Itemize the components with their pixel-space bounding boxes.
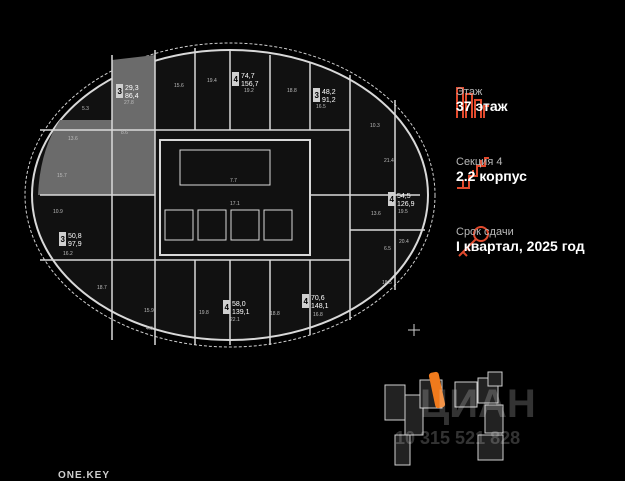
svg-text:3: 3 [315, 91, 320, 100]
section-value: 2.2 корпус [456, 168, 527, 184]
elevator [230, 209, 260, 241]
room-area-label: 10.3 [370, 123, 380, 129]
room-area-label: 16.2 [63, 251, 73, 257]
room-area-labels: 5.3 13.6 8.6 15.6 27.8 19.4 18.8 19.2 16.5 10.3 15… [53, 78, 409, 332]
room-area-label: 15.7 [57, 173, 67, 179]
floor-label: Этаж [456, 86, 483, 98]
room-area-label: 19.5 [398, 209, 408, 215]
section-label: Секция 4 [456, 156, 503, 168]
deadline-info: Срок сдачи I квартал, 2025 год [456, 226, 596, 255]
room-area-label: 8.6 [121, 130, 128, 136]
compass-icon [408, 324, 420, 336]
elevator-core [159, 139, 311, 256]
svg-text:4: 4 [225, 303, 230, 312]
svg-text:126,9: 126,9 [397, 201, 415, 208]
floor-icon [455, 84, 491, 125]
floor-value: 37 этаж [456, 98, 508, 114]
svg-text:29,3: 29,3 [125, 85, 139, 92]
room-area-label: 13.6 [371, 211, 381, 217]
section-icon [455, 154, 491, 195]
svg-text:91,2: 91,2 [322, 97, 336, 104]
room-area-label: 27.8 [124, 100, 134, 106]
room-area-label: 5.3 [82, 106, 89, 112]
svg-text:139,1: 139,1 [232, 309, 250, 316]
room-area-label: 15.6 [174, 83, 184, 89]
balcony-outline [24, 42, 436, 348]
deadline-value: I квартал, 2025 год [456, 238, 585, 254]
svg-text:86,4: 86,4 [125, 93, 139, 100]
elevator [197, 209, 227, 241]
svg-text:50,8: 50,8 [68, 233, 82, 240]
apartment-highlight[interactable] [112, 55, 155, 120]
room-area-label: 16.5 [316, 104, 326, 110]
svg-text:48,2: 48,2 [322, 89, 336, 96]
floor-info: Этаж 37 этаж [456, 86, 508, 115]
room-area-label: 22.1 [230, 317, 240, 323]
room-area-label: 4.9 [146, 326, 153, 332]
room-area-label: 15.9 [144, 308, 154, 314]
elevator [164, 209, 194, 241]
room-area-label: 18.8 [287, 88, 297, 94]
stairwell [179, 149, 271, 186]
room-area-label: 10.9 [53, 209, 63, 215]
section-info: Секция 4 2.2 корпус [456, 156, 527, 185]
svg-text:4: 4 [234, 75, 239, 84]
room-area-label: 6.5 [384, 246, 391, 252]
interior-walls [40, 48, 425, 345]
svg-text:97,9: 97,9 [68, 241, 82, 248]
key-icon [455, 224, 491, 265]
room-area-label: 13.6 [68, 136, 78, 142]
svg-text:148,1: 148,1 [311, 303, 329, 310]
watermark-brand: ЦИАН [420, 382, 536, 426]
svg-text:58,0: 58,0 [232, 301, 246, 308]
svg-text:74,7: 74,7 [241, 73, 255, 80]
room-area-label: 19.2 [244, 88, 254, 94]
svg-text:3: 3 [61, 235, 66, 244]
selected-section[interactable] [428, 371, 446, 409]
svg-text:3: 3 [118, 87, 123, 96]
brand-logo: ONE.KEY [58, 470, 111, 481]
room-area-label: 18.8 [270, 311, 280, 317]
apartment-highlight[interactable] [38, 120, 155, 195]
room-area-label: 18.5 [382, 280, 392, 286]
room-area-label: 7.7 [230, 178, 237, 184]
elevator [263, 209, 293, 241]
room-area-label: 20.4 [399, 239, 409, 245]
room-area-label: 21.4 [384, 158, 394, 164]
svg-text:156,7: 156,7 [241, 81, 259, 88]
svg-text:70,6: 70,6 [311, 295, 325, 302]
site-map [384, 371, 504, 466]
room-area-label: 17.1 [230, 201, 240, 207]
room-area-label: 16.8 [313, 312, 323, 318]
svg-text:4: 4 [390, 195, 395, 204]
watermark-phone: 10 315 521 828 [395, 428, 521, 448]
room-area-label: 18.7 [97, 285, 107, 291]
room-area-label: 19.4 [207, 78, 217, 84]
svg-text:4: 4 [304, 297, 309, 306]
deadline-label: Срок сдачи [456, 226, 514, 238]
room-area-label: 19.8 [199, 310, 209, 316]
svg-text:54,5: 54,5 [397, 193, 411, 200]
